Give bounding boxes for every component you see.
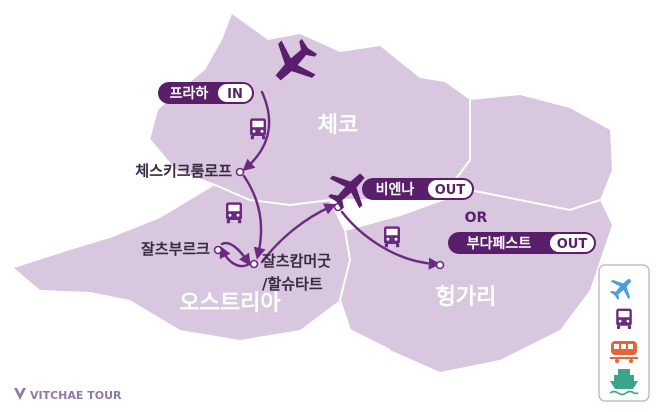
train-icon xyxy=(610,341,638,363)
route-prague-cesky xyxy=(242,90,271,172)
country-label-czech: 체코 xyxy=(318,113,358,138)
country-slovakia-area xyxy=(455,95,612,210)
map-region xyxy=(14,14,612,372)
gateway-city-label: 비엔나 xyxy=(376,181,415,198)
country-austria xyxy=(14,185,350,340)
gateway-city-label: 부다페스트 xyxy=(467,236,532,252)
route-cesky-salzkammergut xyxy=(242,174,266,260)
gateway-tag-label: OUT xyxy=(557,237,588,252)
dot-budapest xyxy=(435,260,445,270)
gateway-prague: 프라하 IN xyxy=(158,82,254,104)
route-lines xyxy=(219,90,441,270)
ship-icon xyxy=(609,369,639,396)
city-label-hallstatt: /할슈타트 xyxy=(262,275,323,293)
city-dots xyxy=(213,167,445,270)
gateway-city-label: 프라하 xyxy=(170,85,209,102)
route-vienna-budapest xyxy=(340,210,441,270)
route-salzburg-salzkammergut xyxy=(220,241,251,266)
city-label-salzburg: 잘츠부르크 xyxy=(141,240,210,258)
country-label-austria: 오스트리아 xyxy=(179,291,281,316)
brand-logo: VITCHAE TOUR xyxy=(14,388,122,402)
gateway-tag-label: OUT xyxy=(435,183,466,198)
gateway-budapest: 부다페스트 OUT xyxy=(448,232,596,254)
transport-legend xyxy=(598,264,650,402)
route-salzkammergut-vienna xyxy=(260,203,337,264)
logo-text: VITCHAE TOUR xyxy=(30,389,122,402)
logo-icon xyxy=(14,388,26,400)
gateway-tag-label: IN xyxy=(227,87,243,102)
country-czech xyxy=(150,14,470,205)
dot-cesky xyxy=(235,167,245,177)
city-label-salzkammergut: 잘츠캄머굿 xyxy=(262,252,331,270)
gateway-vienna: 비엔나 OUT xyxy=(362,178,474,200)
country-label-hungary: 헝가리 xyxy=(436,285,497,310)
city-label-cesky: 체스키크룸로프 xyxy=(135,162,232,180)
or-label: OR xyxy=(465,210,488,226)
dot-salzburg xyxy=(213,245,223,255)
dot-salzkammergut xyxy=(249,259,259,269)
